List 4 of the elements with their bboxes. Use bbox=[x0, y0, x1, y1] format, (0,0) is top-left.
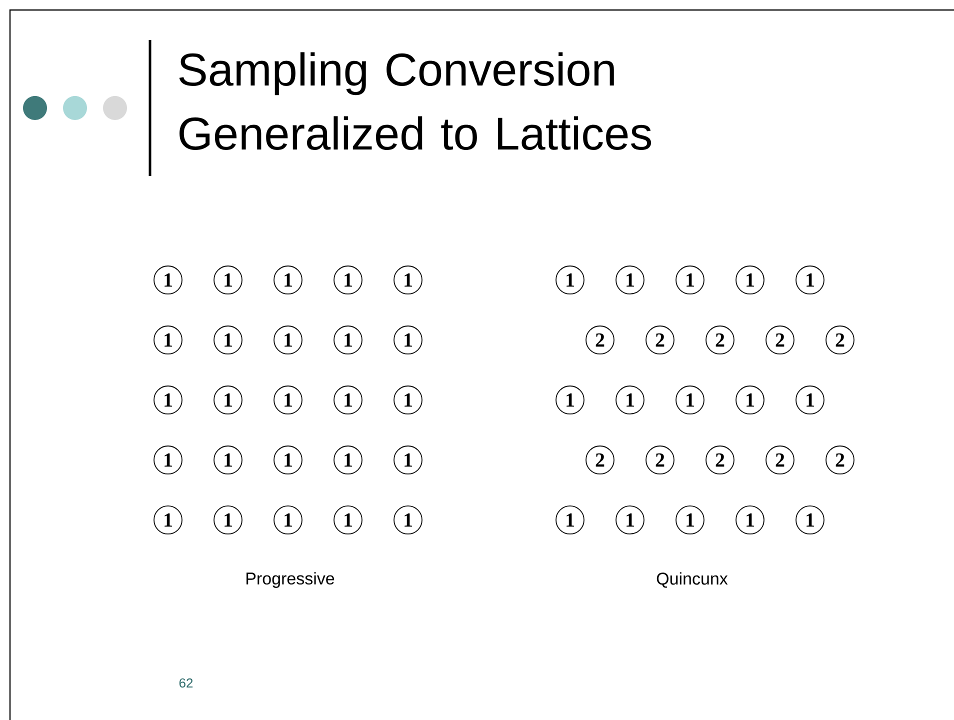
lattice-caption: Progressive bbox=[246, 572, 334, 588]
page-number: 62 bbox=[179, 678, 193, 688]
slide-title: Sampling Conversion Generalized to Lattices bbox=[179, 52, 652, 150]
lattice-caption: Quincunx bbox=[656, 572, 728, 588]
